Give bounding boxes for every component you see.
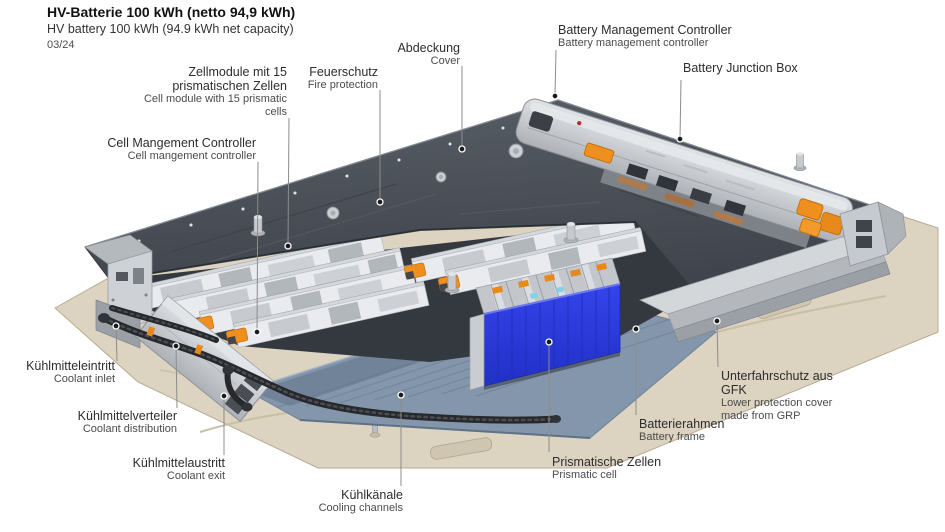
label-battery-management-controller: Battery Management Controller Battery ma…: [558, 23, 732, 49]
page-subtitle: HV battery 100 kWh (94.9 kWh net capacit…: [47, 21, 294, 36]
busbar-covers: [492, 262, 608, 299]
label-battery-junction-box: Battery Junction Box: [683, 61, 798, 75]
hv-connector: [583, 142, 615, 164]
title-block: HV-Batterie 100 kWh (netto 94,9 kWh) HV …: [47, 4, 295, 52]
page-title: HV-Batterie 100 kWh (netto 94,9 kWh): [47, 4, 296, 20]
battery-junction-box: [515, 98, 854, 249]
label-coolant-distribution: Kühlmittelverteiler Coolant distribution: [77, 409, 177, 435]
hv-connector-cluster: [796, 198, 845, 237]
date-stamp: 03/24: [47, 39, 75, 52]
label-cell-module: Zellmodule mit 15 prismatischen Zellen C…: [143, 65, 287, 118]
label-battery-frame: Batterierahmen Battery frame: [639, 417, 725, 443]
label-cover: Abdeckung Cover: [397, 41, 460, 67]
label-underride-protection: Unterfahrschutz aus GFK Lower protection…: [721, 369, 833, 422]
prismatic-cell-module: [469, 257, 621, 391]
label-cell-management-controller: Cell Mangement Controller Cell mangement…: [107, 136, 256, 162]
battery-frame-sill: [639, 201, 907, 343]
label-prismatic-cells: Prismatische Zellen Prismatic cell: [552, 455, 662, 481]
label-fire-protection: Feuerschutz Fire protection: [307, 65, 378, 91]
frame-left-endcap: [84, 234, 153, 349]
label-coolant-exit: Kühlmittelaustritt Coolant exit: [132, 456, 225, 482]
label-cooling-channels: Kühlkänale Cooling channels: [318, 488, 403, 514]
label-coolant-inlet: Kühlmitteleintritt Coolant inlet: [26, 359, 115, 385]
leader-lines: [112, 49, 721, 486]
cover-lift-points: [326, 143, 524, 220]
